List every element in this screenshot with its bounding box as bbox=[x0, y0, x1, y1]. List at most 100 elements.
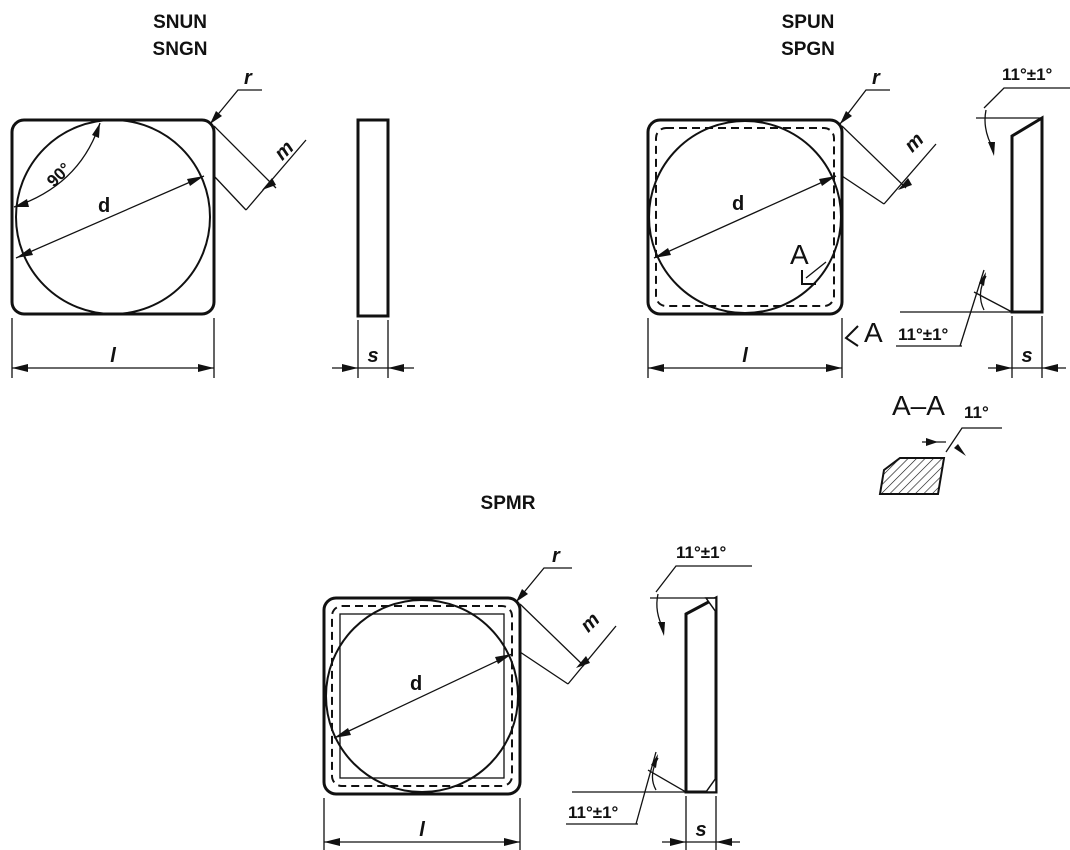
spun-angle-top-label: 11°±1° bbox=[1002, 65, 1053, 84]
spmr-insert-outline bbox=[322, 596, 522, 796]
spmr-title: SPMR bbox=[481, 493, 536, 514]
snun-r-leader bbox=[209, 89, 262, 125]
spmr-angle-top-arrow bbox=[658, 622, 665, 636]
spmr-inscribed-circle bbox=[325, 599, 519, 793]
snun-side-view bbox=[356, 118, 390, 318]
spun-section-mark-top bbox=[801, 270, 816, 285]
spmr-l-arrow-left bbox=[324, 838, 340, 846]
spmr-angle-bottom-arrow bbox=[651, 754, 658, 768]
spmr-angle-bottom-label: 11°±1° bbox=[568, 803, 619, 822]
snun-d-arrow-start bbox=[16, 248, 33, 258]
snun-m-ext-line1 bbox=[213, 125, 277, 189]
snun-title-line1: SNUN bbox=[153, 12, 207, 33]
spmr-m-ext-line1 bbox=[519, 603, 585, 667]
spmr-m-arrow bbox=[576, 656, 590, 668]
spun-section-arrow-left bbox=[926, 438, 938, 446]
snun-angle-arrow-start bbox=[14, 199, 29, 207]
spun-r-leader bbox=[839, 89, 890, 125]
spmr-s-arrow-right bbox=[716, 838, 732, 846]
spun-section-angle-label: 11° bbox=[964, 403, 989, 422]
spun-r-arrow bbox=[840, 111, 852, 124]
spun-section-angle-leader bbox=[945, 427, 1002, 453]
snun-m-arrow1 bbox=[262, 178, 276, 190]
spun-s-arrow-right bbox=[1042, 364, 1058, 372]
spun-label-m: m bbox=[900, 129, 928, 157]
snun-label-r: r bbox=[244, 67, 253, 89]
spun-d-arrow-end bbox=[819, 176, 836, 186]
spun-label-d: d bbox=[732, 193, 744, 215]
spun-inscribed-circle bbox=[648, 120, 842, 314]
snun-figure: SNUN SNGN d 90° r m l bbox=[10, 12, 414, 378]
spun-angle-top-arrow bbox=[988, 142, 995, 156]
spun-title-line1: SPUN bbox=[782, 12, 835, 33]
spmr-s-arrow-left bbox=[670, 838, 686, 846]
spmr-side-view bbox=[684, 595, 718, 794]
spun-chipbreaker-edge bbox=[655, 127, 835, 307]
spun-section-hatched-body bbox=[878, 457, 946, 495]
spun-section-mark-right bbox=[844, 325, 859, 347]
snun-d-arrow-end bbox=[187, 176, 204, 186]
snun-label-s: s bbox=[367, 345, 378, 367]
spmr-m-ext-line2 bbox=[519, 651, 569, 685]
spmr-angle-top-leader bbox=[655, 565, 752, 593]
spmr-label-l: l bbox=[419, 819, 425, 841]
spmr-label-r: r bbox=[552, 545, 561, 567]
snun-m-ext-line2 bbox=[213, 175, 247, 211]
snun-s-arrow-left bbox=[342, 364, 358, 372]
spmr-chipbreaker-edge-outer bbox=[331, 605, 513, 787]
spmr-label-d: d bbox=[410, 673, 422, 695]
spmr-m-dimension-line bbox=[567, 625, 617, 685]
snun-s-arrow-right bbox=[388, 364, 404, 372]
spun-m-ext-line2 bbox=[841, 175, 885, 205]
snun-label-l: l bbox=[110, 345, 116, 367]
spun-figure: SPUN SPGN d r m A A l bbox=[646, 12, 1070, 495]
snun-angle-arrow-end bbox=[92, 123, 100, 138]
spmr-side-notch-top bbox=[704, 597, 717, 615]
snun-label-d: d bbox=[98, 195, 110, 217]
spun-m-dimension-line bbox=[883, 143, 937, 205]
spun-s-arrow-left bbox=[996, 364, 1012, 372]
spmr-r-arrow bbox=[516, 589, 528, 602]
snun-l-arrow-left bbox=[12, 364, 28, 372]
snun-title-line2: SNGN bbox=[153, 39, 208, 60]
snun-inscribed-circle bbox=[15, 119, 211, 315]
spmr-d-arrow-end bbox=[495, 654, 512, 664]
snun-r-arrow bbox=[210, 111, 222, 124]
spun-label-r: r bbox=[872, 67, 881, 89]
snun-m-dimension-line bbox=[245, 139, 307, 211]
spun-side-bevel bbox=[973, 291, 1013, 313]
spun-l-arrow-right bbox=[826, 364, 842, 372]
spun-m-ext-line1 bbox=[841, 125, 907, 189]
spmr-label-m: m bbox=[576, 609, 604, 637]
spun-m-arrow bbox=[898, 178, 912, 190]
spun-l-arrow-left bbox=[648, 364, 664, 372]
spun-section-arrow-right bbox=[954, 444, 966, 456]
spmr-side-bevel bbox=[647, 769, 687, 793]
snun-l-arrow-right bbox=[198, 364, 214, 372]
spun-section-label-right: A bbox=[864, 317, 883, 348]
spun-section-title: A–A bbox=[892, 390, 945, 421]
spmr-angle-top-label: 11°±1° bbox=[676, 543, 727, 562]
spun-d-dimension-line bbox=[653, 175, 837, 259]
spmr-d-arrow-start bbox=[334, 728, 351, 738]
spmr-chipbreaker-edge-inner bbox=[339, 613, 505, 779]
spmr-figure: SPMR d r m l 11°±1° bbox=[322, 493, 752, 850]
spun-angle-top-leader bbox=[983, 87, 1070, 109]
spun-section-leader-top bbox=[805, 261, 827, 279]
spun-d-arrow-start bbox=[654, 248, 671, 258]
spun-angle-bottom-arrow bbox=[979, 272, 986, 286]
spun-label-s: s bbox=[1021, 345, 1032, 367]
spmr-r-leader bbox=[515, 567, 572, 603]
spmr-label-s: s bbox=[695, 819, 706, 841]
snun-label-m: m bbox=[270, 137, 298, 165]
spun-label-l: l bbox=[742, 345, 748, 367]
spun-section-label-top: A bbox=[790, 239, 809, 270]
spmr-l-arrow-right bbox=[504, 838, 520, 846]
spun-title-line2: SPGN bbox=[781, 39, 835, 60]
snun-label-angle: 90° bbox=[43, 159, 75, 191]
spun-angle-bottom-label: 11°±1° bbox=[898, 325, 949, 344]
spmr-d-dimension-line bbox=[333, 653, 513, 739]
spmr-side-notch-bottom bbox=[704, 775, 717, 793]
snun-d-dimension-line bbox=[15, 175, 205, 259]
